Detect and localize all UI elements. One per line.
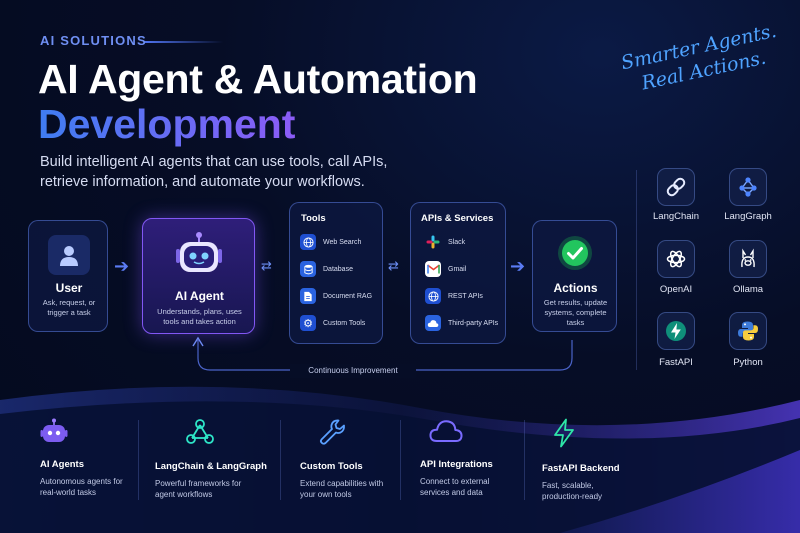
loop-label: Continuous Improvement <box>290 364 416 378</box>
tools-card: Tools Web Search Database Document RAG ⚙… <box>289 202 383 344</box>
globe-icon <box>425 288 441 304</box>
openai-knot-icon <box>657 240 695 278</box>
apis-item: Gmail <box>425 261 466 277</box>
feature-title: Custom Tools <box>300 461 363 472</box>
gmail-icon <box>425 261 441 277</box>
lightning-icon <box>657 312 695 350</box>
gear-icon: ⚙ <box>300 315 316 331</box>
tech-label-ollama: Ollama <box>732 284 764 295</box>
tech-label-openai: OpenAI <box>659 284 693 295</box>
cloud-icon <box>425 315 441 331</box>
user-icon <box>48 235 90 275</box>
llama-icon <box>729 240 767 278</box>
chain-link-icon <box>657 168 695 206</box>
apis-item-label: Third-party APIs <box>448 319 499 327</box>
page-subtitle: Build intelligent AI agents that can use… <box>40 154 388 190</box>
feature-langchain-langgraph: LangChain & LangGraph Powerful framework… <box>155 418 283 500</box>
tools-item-label: Web Search <box>323 238 362 246</box>
feature-custom-tools: Custom Tools Extend capabilities with yo… <box>300 418 428 500</box>
apis-card: APIs & Services Slack Gmail REST APIs Th… <box>410 202 506 344</box>
ai-agent-card: AI Agent Understands, plans, uses tools … <box>142 218 255 334</box>
actions-card: Actions Get results, update systems, com… <box>532 220 617 332</box>
feature-title: AI Agents <box>40 459 84 470</box>
python-icon <box>729 312 767 350</box>
apis-item-label: Slack <box>448 238 466 246</box>
feature-api-integrations: API Integrations Connect to external ser… <box>420 418 548 498</box>
apis-item: Slack <box>425 234 465 250</box>
arrow-tools-apis: ⇄ <box>388 258 399 273</box>
feature-title: LangChain & LangGraph <box>155 461 267 472</box>
feature-desc: Extend capabilities with your own tools <box>300 479 384 499</box>
feature-fastapi-backend: FastAPI Backend Fast, scalable, producti… <box>542 418 670 502</box>
ai-agent-title: AI Agent <box>175 289 224 303</box>
tech-label-fastapi: FastAPI <box>659 357 693 368</box>
arrow-user-agent: ➔ <box>114 256 130 276</box>
ai-agent-desc: Understands, plans, uses tools and takes… <box>157 307 242 326</box>
arrow-agent-tools: ⇄ <box>261 258 272 273</box>
feature-desc: Powerful frameworks for agent workflows <box>155 479 242 499</box>
tools-title: Tools <box>301 213 326 224</box>
slack-icon <box>425 234 441 250</box>
document-icon <box>300 288 316 304</box>
globe-icon <box>300 234 316 250</box>
apis-item: Third-party APIs <box>425 315 498 331</box>
page-title-line2: Development <box>38 101 296 147</box>
tools-item: Document RAG <box>300 288 372 304</box>
tech-label-langgraph: LangGraph <box>724 211 772 222</box>
feature-ai-agents: AI Agents Autonomous agents for real-wor… <box>40 418 168 498</box>
wrench-icon <box>300 418 428 451</box>
actions-desc: Get results, update systems, complete ta… <box>543 298 608 327</box>
tools-item-label: Database <box>323 265 353 273</box>
arrow-apis-actions: ➔ <box>510 256 526 276</box>
graph-nodes-icon <box>729 168 767 206</box>
eyebrow-divider <box>145 41 223 43</box>
apis-title: APIs & Services <box>421 213 494 224</box>
feature-title: FastAPI Backend <box>542 463 620 474</box>
actions-title: Actions <box>553 281 598 295</box>
tech-label-langchain: LangChain <box>653 211 699 222</box>
tools-item-label: Document RAG <box>323 292 373 300</box>
page-title-line1: AI Agent & Automation <box>38 56 478 102</box>
robot-icon <box>172 231 226 281</box>
user-desc: Ask, request, or trigger a task <box>42 298 96 317</box>
tools-item: Web Search <box>300 234 361 250</box>
cloud-icon <box>420 418 548 449</box>
lightning-icon <box>542 418 670 453</box>
user-title: User <box>55 281 83 295</box>
apis-item-label: REST APIs <box>448 292 483 300</box>
tools-item: ⚙ Custom Tools <box>300 315 365 331</box>
graph-nodes-icon <box>155 418 283 451</box>
tools-item: Database <box>300 261 353 277</box>
apis-item: REST APIs <box>425 288 483 304</box>
apis-item-label: Gmail <box>448 265 467 273</box>
feature-divider <box>400 420 401 500</box>
tech-divider <box>636 170 637 370</box>
feature-divider <box>280 420 281 500</box>
feature-title: API Integrations <box>420 459 493 470</box>
feature-divider <box>138 420 139 500</box>
tech-label-python: Python <box>733 357 763 368</box>
check-icon <box>557 235 593 271</box>
feature-desc: Autonomous agents for real-world tasks <box>40 477 123 497</box>
robot-icon <box>40 418 168 449</box>
feature-desc: Fast, scalable, production-ready <box>542 481 603 501</box>
feature-divider <box>524 420 525 500</box>
database-icon <box>300 261 316 277</box>
decorative-wave <box>0 386 800 533</box>
feature-desc: Connect to external services and data <box>420 477 490 497</box>
user-card: User Ask, request, or trigger a task <box>28 220 108 332</box>
tools-item-label: Custom Tools <box>323 319 366 327</box>
eyebrow-label: AI SOLUTIONS <box>40 33 147 48</box>
